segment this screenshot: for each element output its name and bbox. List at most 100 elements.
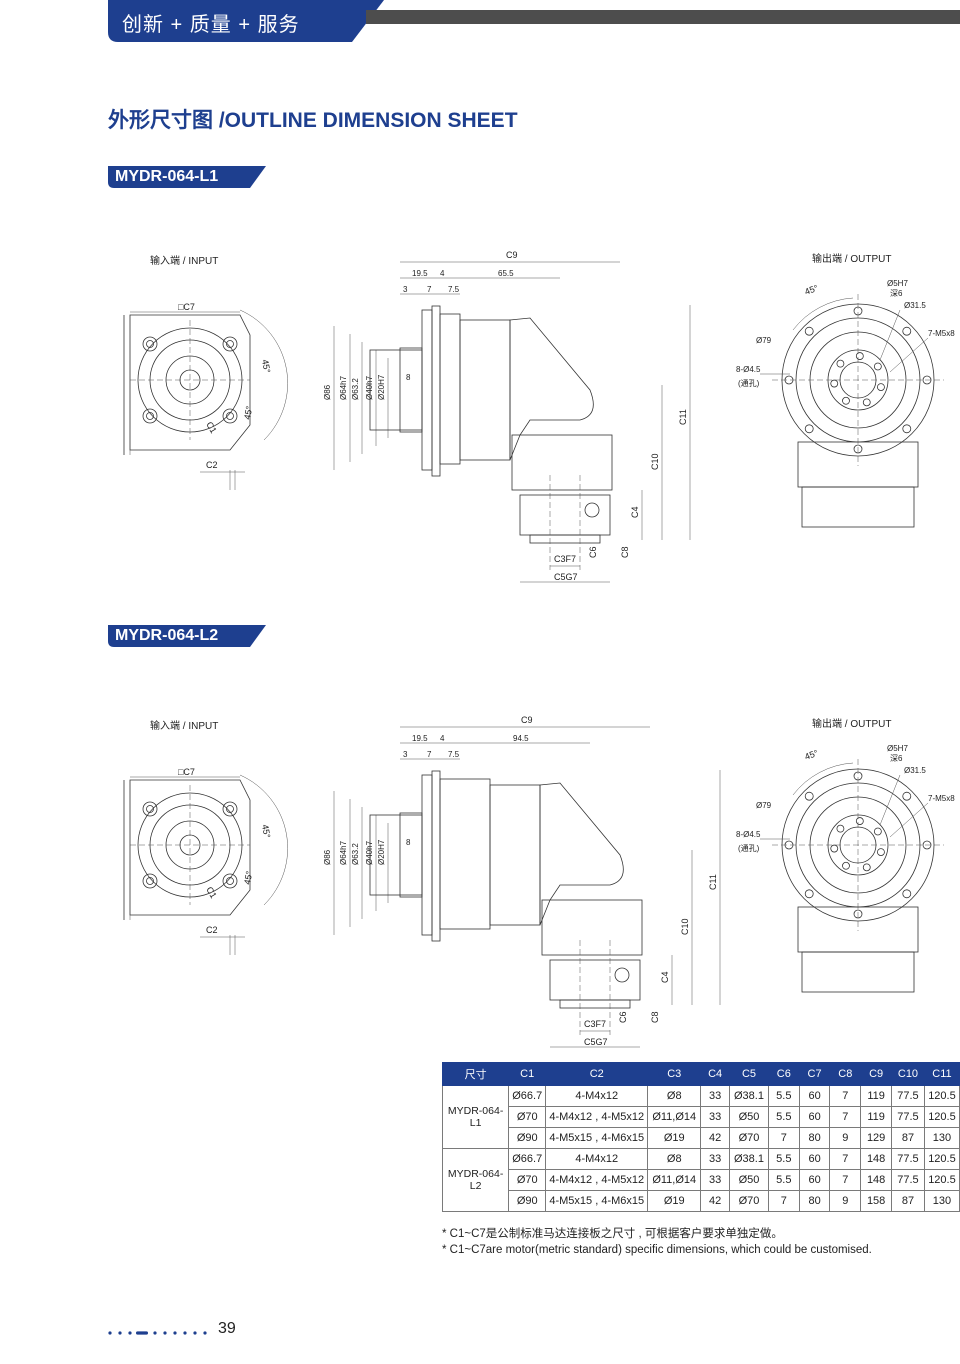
drawing-line [399,812,423,898]
gear-body [459,319,511,461]
bolt-hole [142,801,158,817]
deep6-label: 深6 [890,754,903,763]
mount-hole [902,326,912,336]
dim-label: 65.5 [498,269,514,278]
right-angle-head [509,317,594,461]
table-header: C8 [829,1062,862,1086]
drawing-line [792,762,854,796]
angle-label: 45° [242,870,254,886]
table-cell: Ø66.7 [508,1085,547,1107]
bolt-hole [222,336,238,352]
dim-label: 94.5 [513,734,529,743]
table-cell: 7 [829,1148,862,1170]
dim-label: 7 [427,750,432,759]
angle-label: 45° [803,748,820,762]
table-model-cell: MYDR-064-L2 [441,1148,510,1212]
spec-table: 尺寸 C1 C2 C3 C4 C5 C6 C7 C8 C9 C10 C11 MY… [441,1062,960,1212]
m5-label: 7-M5x8 [928,329,955,338]
thread-hole [836,824,845,833]
thru-label: (通孔) [738,378,760,388]
c6-label: C6 [618,1011,628,1023]
phi315-label: Ø31.5 [904,766,926,775]
holes-label: 8-Ø4.5 [736,830,761,839]
table-cell: 87 [891,1127,925,1149]
table-cell: 5.5 [767,1169,800,1191]
angle-label: 45° [242,405,254,421]
mount-hole [902,424,912,434]
c10-label: C10 [680,918,690,935]
note-cn: * C1~C7是公制标准马达连接板之尺寸 , 可根据客户要求单独定做。 [442,1228,783,1240]
flange-outline [421,309,433,471]
flange-outline [421,774,433,936]
dim-label: 3 [403,285,408,294]
diameter-label: Ø20H7 [377,374,386,400]
table-cell: 60 [798,1106,831,1128]
output-housing-base [801,486,915,528]
table-header: C10 [891,1062,925,1086]
table-cell: 148 [860,1169,893,1191]
table-cell: 33 [700,1106,731,1128]
c4-label: C4 [660,971,670,983]
table-header: C4 [700,1062,731,1086]
table-cell: 119 [860,1106,893,1128]
angle-label: 45° [260,824,272,840]
input-label: 输入端 / INPUT [150,254,218,267]
mount-hole [804,326,814,336]
table-cell: Ø38.1 [729,1085,769,1107]
thread-hole [862,398,871,407]
table-cell: 120.5 [923,1085,960,1107]
table-header: C2 [545,1062,649,1086]
right-angle-head [539,782,624,926]
table-header: 尺寸 [441,1062,510,1086]
table-cell: 9 [829,1190,862,1212]
table-cell: 130 [923,1190,960,1212]
c9-label: C9 [506,250,518,260]
drawing-line [529,534,601,544]
table-cell: 87 [891,1190,925,1212]
table-cell: 77.5 [891,1169,925,1191]
table-cell: 4-M5x15 , 4-M6x15 [545,1127,649,1149]
c5-label: C5G7 [554,572,578,582]
c10-label: C10 [650,453,660,470]
table-cell: 120.5 [923,1106,960,1128]
phi79-label: Ø79 [756,801,772,810]
table-cell: 42 [700,1190,731,1212]
diameter-label: Ø64h7 [339,375,348,400]
table-cell: 4-M4x12 [545,1085,649,1107]
diameter-label: Ø86 [323,849,332,865]
table-model-cell: MYDR-064-L1 [441,1085,510,1149]
mount-hole [902,889,912,899]
diameter-label: Ø64h7 [339,840,348,865]
phi315-label: Ø31.5 [904,301,926,310]
c5-label: C5G7 [584,1037,608,1047]
table-cell: Ø90 [508,1127,547,1149]
gear-body [439,778,491,930]
c9-label: C9 [521,715,533,725]
table-cell: 4-M5x15 , 4-M6x15 [545,1190,649,1212]
note-en: * C1~C7are motor(metric standard) specif… [442,1244,872,1256]
drawing-line [879,774,901,826]
dim-label: 7.5 [448,750,460,759]
output-label: 输出端 / OUTPUT [812,717,891,730]
c4-label: C4 [630,506,640,518]
input-label: 输入端 / INPUT [150,719,218,732]
phi79-label: Ø79 [756,336,772,345]
table-cell: 158 [860,1190,893,1212]
gear-body [489,784,541,926]
table-cell: 60 [798,1148,831,1170]
drawing-line [431,305,441,477]
dim-label: 8 [406,373,411,382]
table-cell: Ø8 [647,1148,702,1170]
table-cell: Ø38.1 [729,1148,769,1170]
bolt-hole [142,336,158,352]
drawing-line [239,774,288,906]
table-cell: 5.5 [767,1106,800,1128]
table-cell: 148 [860,1148,893,1170]
diameter-label: Ø20H7 [377,839,386,865]
c3-label: C3F7 [554,554,576,564]
thread-hole [842,861,850,870]
